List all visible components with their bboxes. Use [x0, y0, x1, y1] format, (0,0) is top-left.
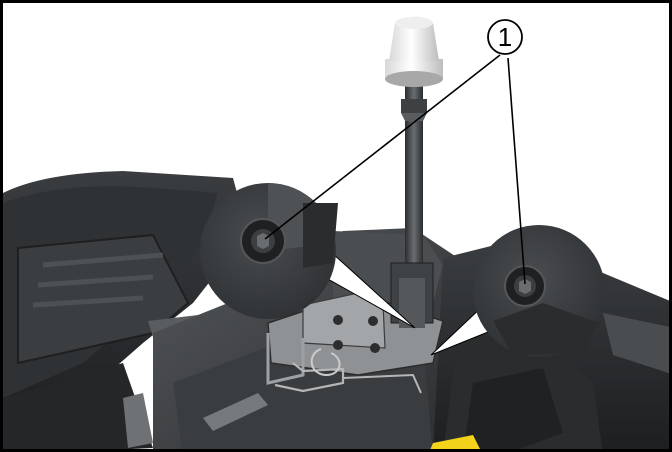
warning-beacon-icon — [385, 16, 443, 328]
technical-illustration: 1 — [3, 16, 669, 449]
callout-1: 1 — [487, 19, 523, 55]
magnifier-left — [200, 183, 338, 319]
torx-screw-icon — [504, 265, 546, 307]
callout-number: 1 — [498, 22, 512, 52]
torx-screw-icon — [240, 218, 286, 264]
callout-leaders — [264, 54, 526, 285]
magnifier-right — [473, 225, 605, 357]
yellow-accent — [430, 435, 480, 449]
